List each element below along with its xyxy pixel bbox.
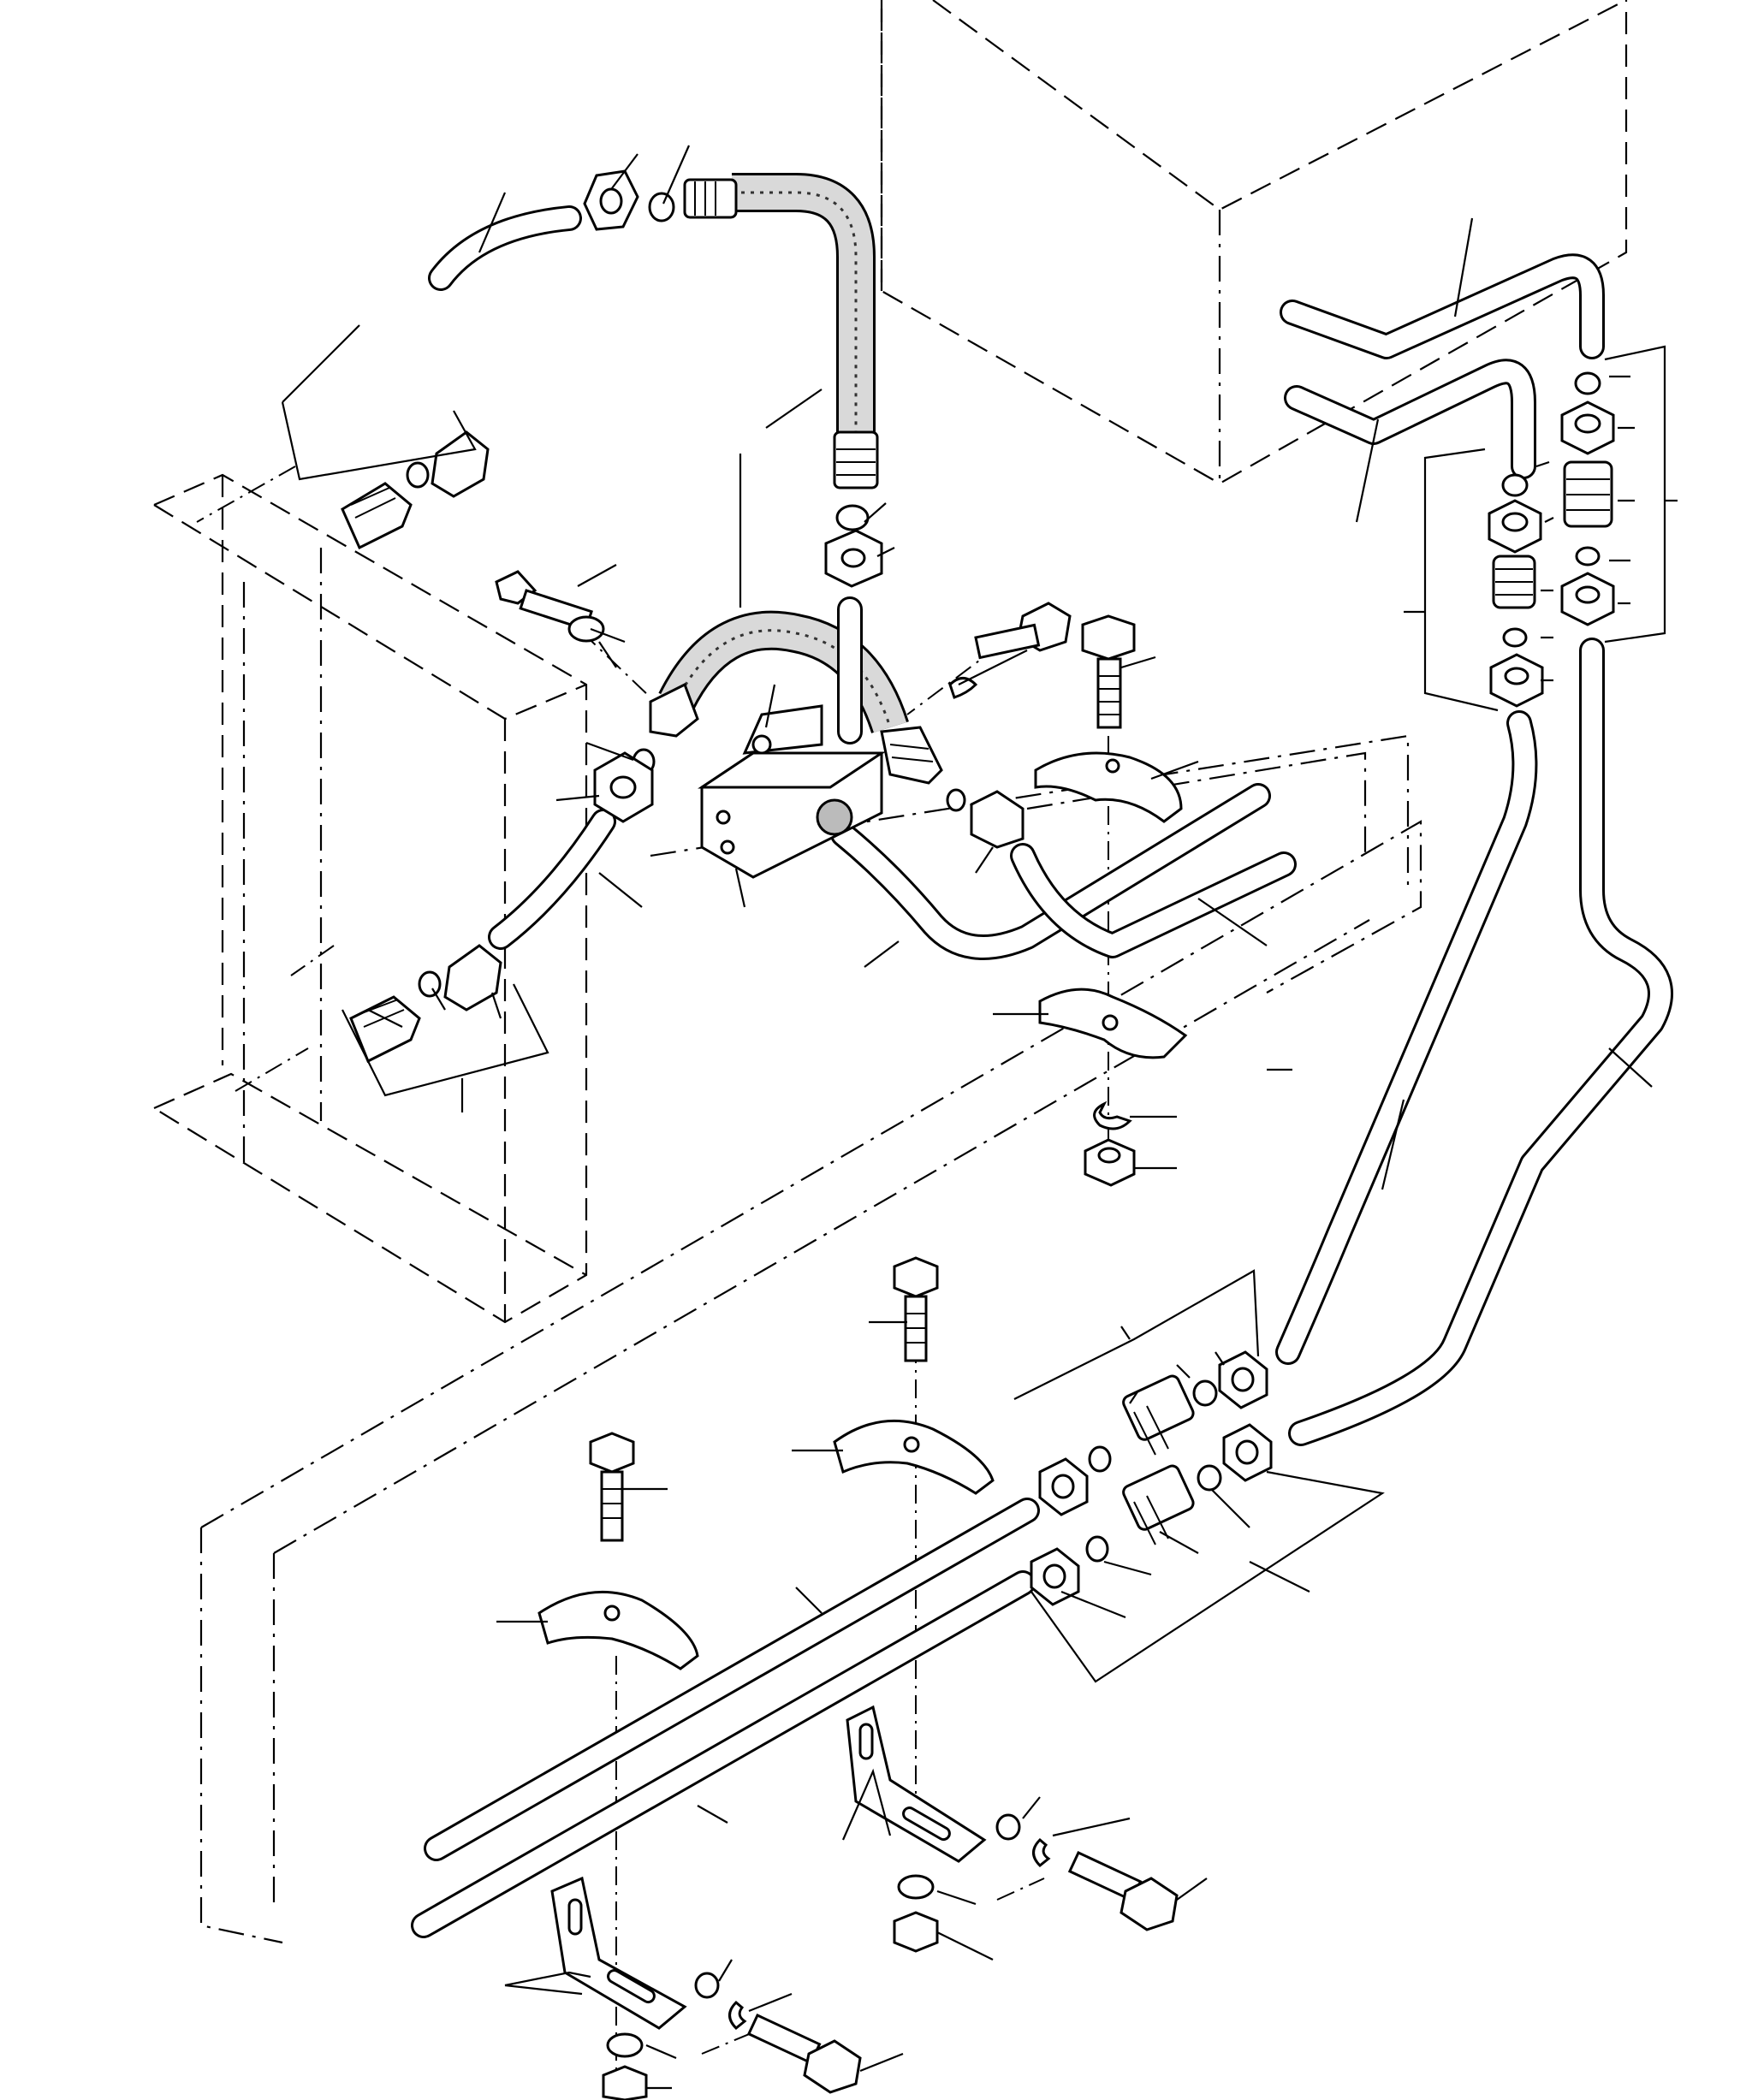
bracket-left <box>550 1876 687 2030</box>
pipe-cooler-lower <box>488 809 616 950</box>
pipe-long-lower-2 <box>411 1570 1036 1938</box>
assembly-centerlines <box>196 466 1109 2079</box>
clamp-lower-half <box>1038 988 1188 1059</box>
pipe-long-vertical-right <box>1288 638 1673 1446</box>
braided-hose-upper <box>732 173 876 432</box>
clamp-lower-left <box>537 1590 699 1670</box>
pipe-long-lower-1 <box>424 1498 1040 1861</box>
right-stack-fittings <box>1488 371 1615 708</box>
pipe-tank-return-2 <box>1284 359 1536 479</box>
ghost-tank-outline <box>880 0 1628 485</box>
bolt-center-upper <box>948 602 1072 699</box>
bolt-lower-center <box>893 1256 939 1362</box>
bolt-lower-left <box>589 1432 635 1542</box>
clamp-lower-center <box>833 1419 995 1495</box>
washer-center <box>1093 1100 1132 1130</box>
bolt-assembly-right-bracket <box>893 1813 1179 1953</box>
nut-block-left <box>593 748 656 823</box>
ghost-frame-outline <box>199 734 1422 1944</box>
pipe-middle-loop <box>830 783 1271 960</box>
pipe-tank-return-1 <box>1280 253 1605 359</box>
bolt-left-block <box>495 570 605 643</box>
nut-center <box>1084 1138 1136 1187</box>
lower-union-cluster <box>1030 1350 1273 1606</box>
hose-end-fitting-upper <box>683 178 738 219</box>
fitting-nut <box>583 169 639 231</box>
fitting-sleeve <box>648 192 675 222</box>
bolt-assembly-left-bracket <box>602 1972 862 2100</box>
union-fitting-cooler-bottom <box>349 944 502 1064</box>
braided-hose-middle <box>658 610 909 734</box>
bolt-center-vertical <box>1081 614 1136 729</box>
callout-leaders <box>281 145 1678 2090</box>
nut-below-hose <box>824 504 883 588</box>
nut-right-of-block <box>946 788 1025 849</box>
hose-end-fitting-lower <box>833 430 879 489</box>
hose-adapter-middle <box>649 682 943 785</box>
union-fitting-cooler-top <box>341 430 490 550</box>
distribution-block <box>698 704 886 879</box>
clamp-upper-half <box>1034 751 1183 823</box>
ghost-cooler-outline <box>153 473 588 1324</box>
pipe-middle-return <box>1010 843 1297 958</box>
pipe-long-vertical-left <box>1275 710 1538 1365</box>
pipe-upper-left <box>428 205 582 291</box>
bracket-right <box>846 1705 987 1863</box>
